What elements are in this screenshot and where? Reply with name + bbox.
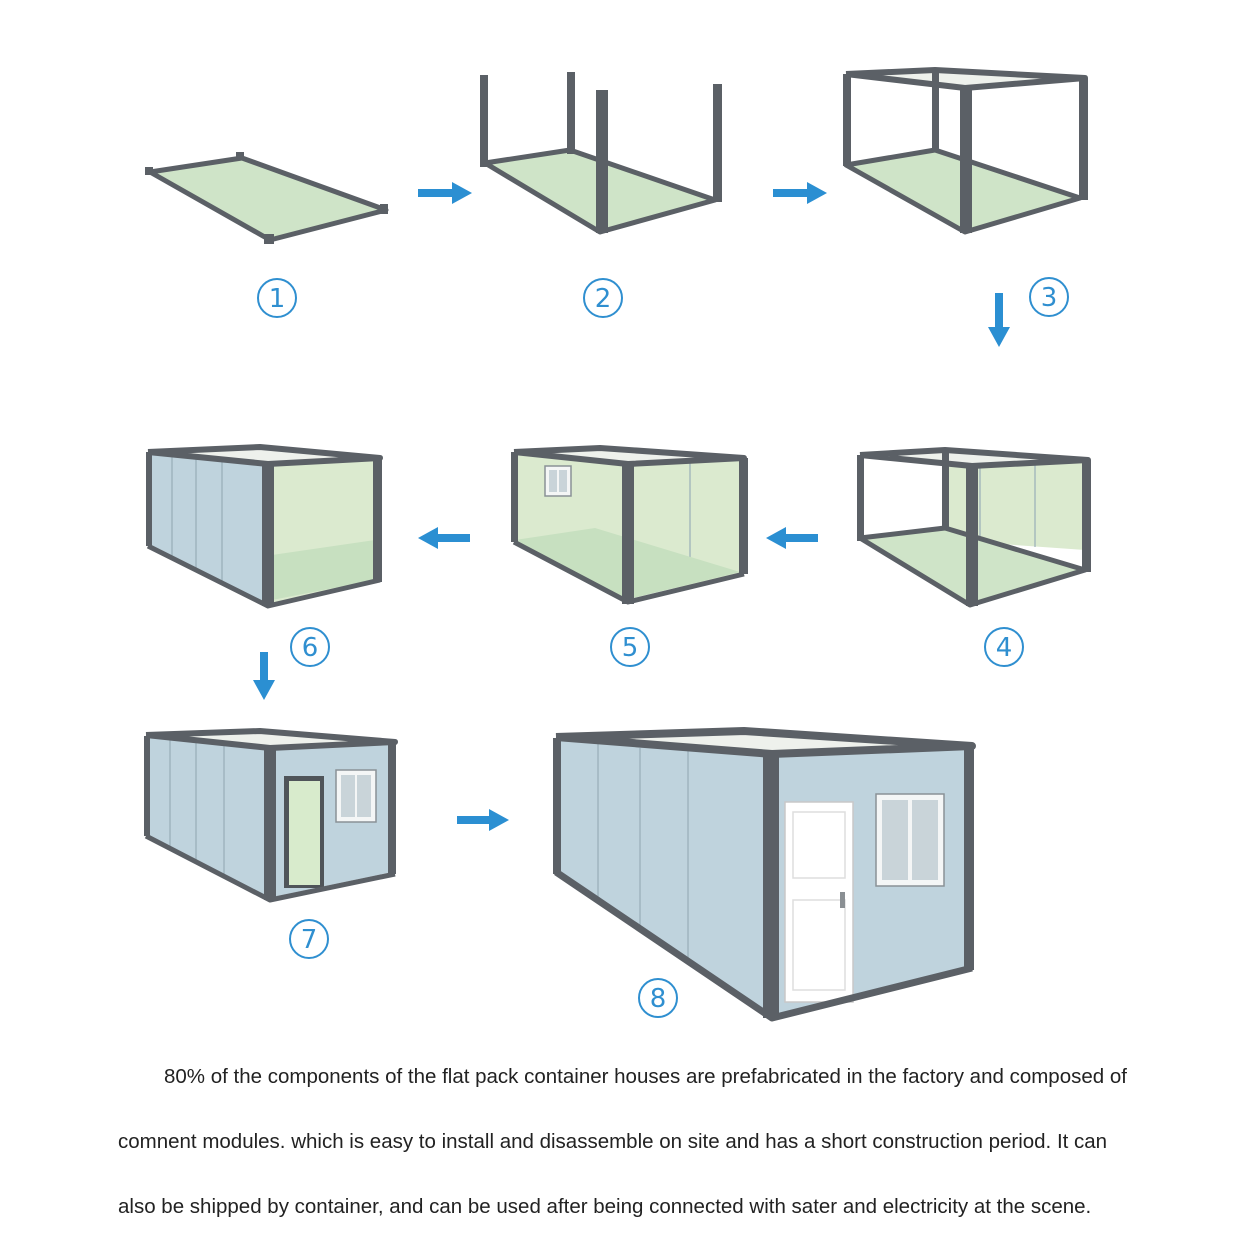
svg-text:6: 6: [302, 633, 319, 663]
step-number-1: 1: [257, 278, 297, 318]
caption-line-3: also be shipped by container, and can be…: [118, 1195, 1092, 1218]
caption-line-1: 80% of the components of the flat pack c…: [164, 1065, 1127, 1088]
step-number-6: 6: [290, 627, 330, 667]
arrow-7-to-8: [457, 809, 509, 831]
arrow-6-to-7: [253, 652, 275, 700]
step-number-2: 2: [583, 278, 623, 318]
step-4-back-walls: [857, 447, 1091, 608]
svg-text:2: 2: [595, 284, 612, 314]
svg-text:1: 1: [269, 284, 286, 314]
arrow-2-to-3: [773, 182, 827, 204]
step-1-floor-base: [145, 152, 389, 244]
step-7-door-window: [144, 728, 398, 903]
step-2-floor-with-posts: [480, 72, 722, 235]
step-number-4: 4: [984, 627, 1024, 667]
step-number-5: 5: [610, 627, 650, 667]
arrow-1-to-2: [418, 182, 472, 204]
svg-text:7: 7: [301, 925, 318, 955]
svg-text:5: 5: [622, 633, 639, 663]
step-5-side-wall-window: [511, 445, 748, 605]
arrow-3-to-4: [988, 293, 1010, 347]
step-8-finished-house: [553, 727, 976, 1022]
arrow-4-to-5: [766, 527, 818, 549]
svg-text:8: 8: [650, 984, 667, 1014]
svg-text:4: 4: [996, 633, 1013, 663]
step-number-8: 8: [638, 978, 678, 1018]
svg-text:3: 3: [1041, 283, 1058, 313]
step-number-7: 7: [289, 919, 329, 959]
step-3-complete-frame: [843, 67, 1088, 235]
arrow-5-to-6: [418, 527, 470, 549]
step-6-exterior-walls: [146, 444, 383, 609]
step-number-3: 3: [1029, 277, 1069, 317]
caption-line-2: comnent modules. which is easy to instal…: [118, 1130, 1108, 1153]
